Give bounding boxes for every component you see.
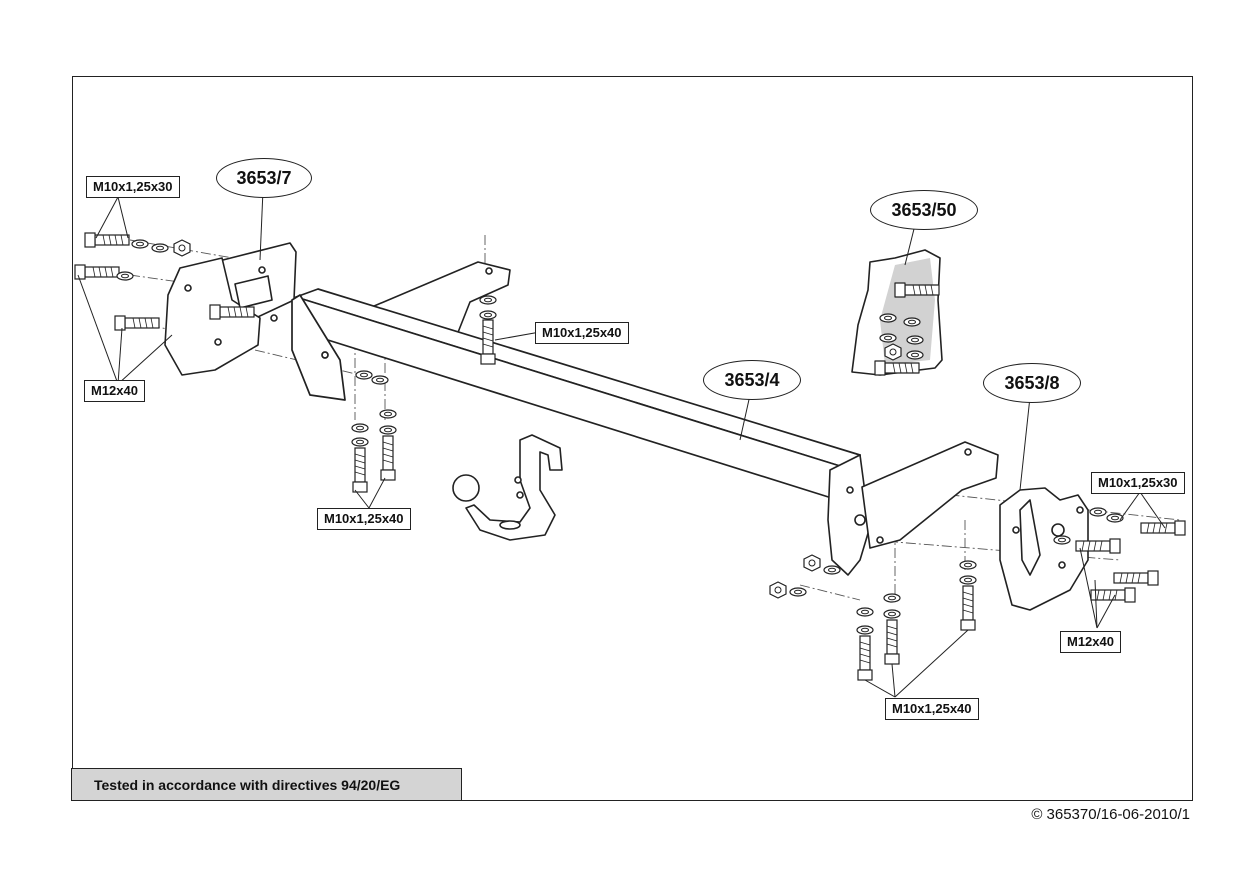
copyright-text: © 365370/16-06-2010/1 bbox=[1031, 806, 1190, 823]
part-number-fixing-kit: 3653/50 bbox=[870, 190, 978, 230]
right-vertical-bolts bbox=[856, 560, 977, 681]
tow-ball-neck bbox=[452, 434, 563, 541]
fixing-kit-bag bbox=[851, 249, 943, 376]
bolt-label-center-top: M10x1,25x40 bbox=[535, 322, 629, 344]
bolt-label-left-top: M10x1,25x30 bbox=[86, 176, 180, 198]
right-end-plate bbox=[827, 454, 873, 576]
approval-note: Tested in accordance with directives 94/… bbox=[71, 768, 462, 801]
bolt-label-right-mid: M12x40 bbox=[1060, 631, 1121, 653]
part-number-right-bracket: 3653/8 bbox=[983, 363, 1081, 403]
bolt-label-right-bottom: M10x1,25x40 bbox=[885, 698, 979, 720]
drawing-frame bbox=[72, 76, 1193, 801]
right-support-arm bbox=[861, 441, 999, 549]
part-number-left-bracket: 3653/7 bbox=[216, 158, 312, 198]
bolt-label-right-top: M10x1,25x30 bbox=[1091, 472, 1185, 494]
part-number-crossbar: 3653/4 bbox=[703, 360, 801, 400]
bolt-label-left-bottom: M12x40 bbox=[84, 380, 145, 402]
right-bracket bbox=[999, 487, 1089, 611]
bolt-label-center-bottom: M10x1,25x40 bbox=[317, 508, 411, 530]
leader-lines bbox=[77, 189, 1166, 698]
